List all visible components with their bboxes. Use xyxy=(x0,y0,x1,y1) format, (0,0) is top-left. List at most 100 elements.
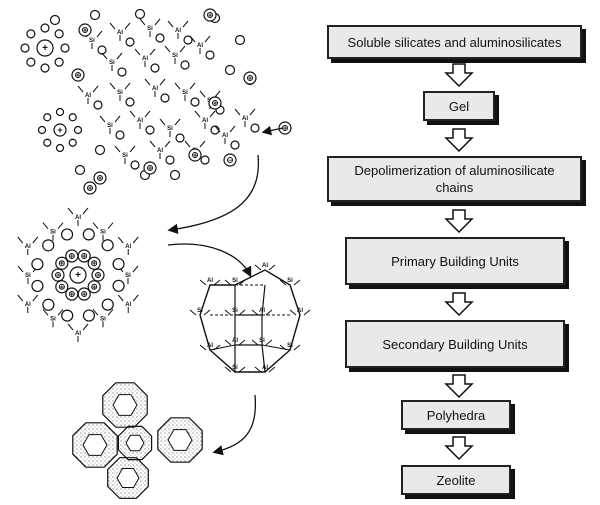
ion-atom xyxy=(78,23,92,37)
bond-line xyxy=(167,20,174,28)
oxygen-atom xyxy=(160,93,170,103)
water-molecule xyxy=(40,23,50,33)
down-arrow-icon xyxy=(444,63,474,87)
flow-step-label: Soluble silicates and aluminosilicates xyxy=(347,34,562,50)
hexagonal-face xyxy=(167,429,193,451)
ion-core xyxy=(75,72,81,78)
cation xyxy=(53,123,67,137)
ion-core xyxy=(55,272,61,278)
cage-bond xyxy=(203,309,211,316)
bond-line xyxy=(77,85,84,93)
charge-sign: + xyxy=(148,166,152,173)
oxygen-atom xyxy=(165,155,175,165)
water-molecule xyxy=(54,57,64,67)
aluminum-label: Al xyxy=(125,302,131,308)
aluminum-label: Al xyxy=(125,244,131,250)
bond-line xyxy=(182,20,189,28)
arrow-cage-to-zeolite xyxy=(212,394,257,456)
oxygen-atom xyxy=(94,144,106,156)
ion-core xyxy=(81,291,88,298)
hexagonal-face xyxy=(116,468,140,488)
ion-core xyxy=(91,283,98,290)
aluminum-label: Al xyxy=(222,133,228,139)
bond-line xyxy=(67,207,74,215)
bond-line xyxy=(189,82,196,90)
flow-step-label: Depolimerization of aluminosilicate chai… xyxy=(354,163,555,195)
silicon-label: Si xyxy=(167,126,173,132)
silicon-label: Si xyxy=(109,60,115,66)
bond-line xyxy=(149,48,156,56)
flow-step-zeolite: Zeolite xyxy=(401,465,511,495)
cage-atom-label: Si xyxy=(287,343,293,349)
oxygen-atom xyxy=(93,100,103,110)
ion-atom xyxy=(93,171,107,185)
water-molecule xyxy=(20,43,30,53)
water-molecule xyxy=(54,29,64,39)
hydrated-ion xyxy=(51,268,65,282)
aluminum-label: Al xyxy=(142,56,148,62)
water-molecule xyxy=(73,125,83,135)
flow-step-gel: Gel xyxy=(423,91,495,121)
oxygen-atom xyxy=(82,309,96,322)
cage-bond xyxy=(224,279,232,286)
hexagonal-face xyxy=(112,394,138,416)
silicon-label: Si xyxy=(182,90,188,96)
oxygen-atom xyxy=(183,35,193,45)
charge-sign: + xyxy=(60,284,64,291)
charge-sign: + xyxy=(96,273,100,280)
charge-sign: + xyxy=(56,273,60,280)
soluble-species-group: ++SiAlSiAlSiAlSiAlAlSiAlSiSiAlSiAlSiAlSi… xyxy=(20,8,292,195)
charge-sign: + xyxy=(42,43,48,54)
cage-bond xyxy=(189,309,197,316)
ion-atom xyxy=(243,71,257,85)
hydrated-ion xyxy=(87,256,101,270)
charge-sign: + xyxy=(70,292,74,299)
cage-atom-label: Si xyxy=(287,278,293,284)
water-molecule xyxy=(55,143,65,153)
aluminum-label: Al xyxy=(197,43,203,49)
bond-line xyxy=(57,308,64,316)
aluminum-label: Al xyxy=(117,30,123,36)
water-molecule xyxy=(37,125,47,135)
cage-atom-label: Al xyxy=(207,278,213,284)
cage-bond xyxy=(199,344,207,351)
cage-bond xyxy=(293,344,301,351)
bond-line xyxy=(144,110,151,118)
oxygen-atom xyxy=(82,228,95,241)
cage-bond xyxy=(224,309,232,316)
charge-sign: + xyxy=(248,76,252,83)
cage-bond xyxy=(254,264,262,271)
cage-bond xyxy=(213,344,221,351)
ion-atom xyxy=(188,148,202,162)
bond-line xyxy=(107,222,114,230)
oxygen-atom xyxy=(101,298,114,311)
silicon-label: Si xyxy=(147,26,153,32)
down-arrow-icon xyxy=(444,209,474,233)
silicon-label: Si xyxy=(117,90,123,96)
bond-line xyxy=(109,22,116,30)
aluminum-label: Al xyxy=(157,148,163,154)
bond-line xyxy=(92,308,99,316)
ion-atom xyxy=(223,153,237,167)
water-molecule xyxy=(26,57,36,67)
bond-line xyxy=(249,108,256,116)
oxygen-atom xyxy=(31,258,44,271)
oxygen-atom xyxy=(125,97,135,107)
bond-line xyxy=(199,140,206,148)
cage-bond xyxy=(213,279,221,286)
oxygen-atom xyxy=(42,239,55,252)
cage-atom-label: Al xyxy=(207,343,213,349)
cage-bond xyxy=(199,279,207,286)
water-molecule xyxy=(68,113,77,122)
hydrated-ion xyxy=(65,287,79,301)
charge-sign: + xyxy=(213,101,217,108)
ion-core xyxy=(227,157,233,163)
cage-inner-front xyxy=(234,314,263,346)
bond-line xyxy=(114,115,121,123)
bond-line xyxy=(67,323,74,331)
charge-sign: + xyxy=(208,13,212,20)
bond-line xyxy=(82,323,89,331)
bond-line xyxy=(149,140,156,148)
aluminum-label: Al xyxy=(137,118,143,124)
